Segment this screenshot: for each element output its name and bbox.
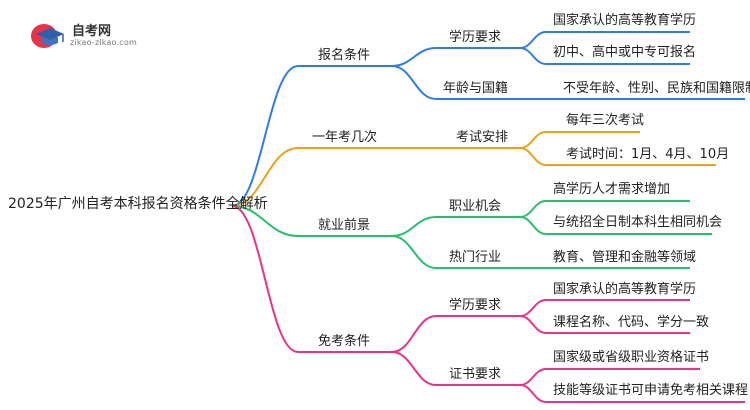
sub-exam-arrangement: 考试安排 — [456, 130, 509, 145]
branch-exams-per-year: 一年考几次 — [312, 130, 378, 145]
leaf-recognized-higher-education: 国家承认的高等教育学历 — [553, 13, 697, 28]
branch-connectors-registration — [231, 31, 745, 207]
graduation-cap-icon — [31, 24, 64, 48]
sub-exemption-education: 学历要求 — [449, 298, 502, 313]
leaf-no-restrictions: 不受年龄、性别、民族和国籍限制 — [563, 81, 750, 96]
branch-exemption-conditions: 免考条件 — [318, 334, 371, 349]
leaf-skill-certificate-exemption: 技能等级证书可申请免考相关课程 — [553, 383, 749, 398]
leaf-secondary-school-eligible: 初中、高中或中专可报名 — [553, 45, 697, 60]
branch-connectors-exemption — [231, 205, 745, 403]
branch-connectors-schedule — [231, 131, 716, 207]
leaf-qualification-certificate: 国家级或省级职业资格证书 — [553, 350, 710, 365]
leaf-exemption-recognized-education: 国家承认的高等教育学历 — [553, 282, 697, 297]
leaf-equal-opportunity: 与统招全日制本科生相同机会 — [553, 215, 723, 230]
sub-age-nationality: 年龄与国籍 — [443, 81, 509, 96]
root-node: 2025年广州自考本科报名资格条件全解析 — [8, 196, 268, 212]
sub-education-requirement: 学历要求 — [449, 30, 502, 45]
site-logo: 自考网 zikao-zikao.com — [30, 18, 150, 52]
sub-career-opportunities: 职业机会 — [449, 199, 502, 214]
leaf-course-match: 课程名称、代码、学分一致 — [553, 315, 710, 330]
branch-registration-conditions: 报名条件 — [318, 48, 371, 63]
branch-connectors-employment — [231, 200, 712, 269]
leaf-three-exams-yearly: 每年三次考试 — [566, 113, 645, 128]
sub-popular-industries: 热门行业 — [449, 250, 502, 265]
logo-url: zikao-zikao.com — [70, 38, 137, 47]
leaf-industries: 教育、管理和金融等领域 — [553, 250, 697, 265]
leaf-exam-months: 考试时间：1月、4月、10月 — [566, 147, 730, 162]
leaf-demand-increase: 高学历人才需求增加 — [553, 182, 671, 197]
logo-title: 自考网 — [72, 24, 112, 39]
branch-employment-prospects: 就业前景 — [318, 218, 371, 233]
sub-certificate-requirement: 证书要求 — [449, 367, 502, 382]
